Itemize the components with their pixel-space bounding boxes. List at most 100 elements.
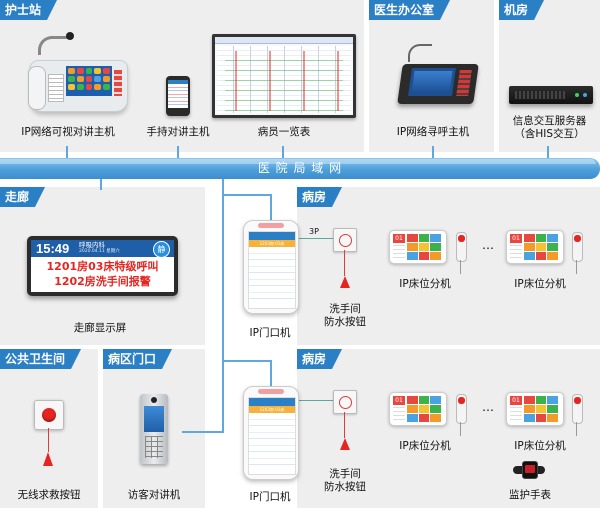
bed-tile	[524, 252, 535, 260]
wireless-button-device	[34, 400, 64, 430]
intercom-camera	[151, 397, 157, 403]
handheld-host-caption: 手持对讲主机	[146, 126, 210, 138]
bed-tile	[407, 243, 418, 251]
toilet-button-bottom-caption-2: 防水按钮	[324, 481, 366, 493]
bed-handle-top-b[interactable]	[572, 232, 583, 262]
trunk-vertical	[222, 178, 224, 432]
display-header	[31, 240, 174, 257]
cable-top	[295, 238, 333, 239]
screen-tile	[76, 68, 84, 74]
bed-unit-bottom-b-screen: 01	[510, 396, 558, 422]
server-caption: 信息交互服务器	[512, 115, 587, 127]
bed-info	[393, 245, 405, 260]
bed-info	[393, 407, 405, 422]
bed-tile	[547, 396, 558, 404]
watch-display	[525, 465, 535, 473]
bed-handle-cord	[576, 422, 577, 436]
drop-corridor	[100, 178, 102, 190]
public-toilet-tag: 公共卫生间	[0, 349, 82, 369]
bed-tiles	[407, 396, 441, 422]
server-room-tag: 机房	[499, 0, 545, 20]
ward-entrance-panel: 病区门口	[103, 349, 205, 508]
drop-handheld-host	[177, 146, 179, 159]
bed-tile	[535, 414, 547, 422]
bed-tile	[430, 243, 441, 251]
screen-tile	[76, 76, 84, 82]
wireless-button-caption: 无线求救按钮	[17, 489, 81, 501]
visitor-intercom-device	[140, 394, 168, 464]
server-room-panel: 机房	[499, 0, 600, 152]
bed-unit-bottom-a-screen: 01	[393, 396, 441, 422]
branch-ward-bottom	[222, 360, 272, 362]
bed-handle-button	[458, 235, 465, 242]
door-unit-bottom-room: 1203房-01床	[249, 406, 295, 413]
door-unit-top-patients	[249, 247, 295, 305]
bed-unit-bottom-b-device: 01	[506, 392, 564, 426]
bed-handle-button	[574, 397, 581, 404]
bed-handle-bottom-b[interactable]	[572, 394, 583, 424]
bed-tile	[407, 234, 418, 242]
bed-info	[510, 245, 522, 260]
toilet-button-top-device	[333, 228, 357, 252]
bed-info	[510, 407, 522, 422]
host-keys	[114, 70, 122, 96]
screen-tile	[85, 84, 93, 90]
bed-no: 01	[393, 234, 405, 243]
bed-tile	[407, 252, 418, 260]
bed-tile	[407, 405, 418, 413]
handheld-screen-header	[168, 80, 188, 84]
handheld-screen	[168, 80, 188, 108]
screen-tile	[68, 84, 75, 90]
call-host-screen-content	[411, 71, 453, 93]
bed-unit-top-a-screen: 01	[393, 234, 441, 260]
drop-patient-list	[282, 146, 284, 159]
bed-tile	[524, 243, 535, 251]
door-unit-top-screen: 1203房-01床	[248, 231, 296, 309]
server-caption-sub: （含HIS交互）	[514, 128, 585, 140]
bed-tile	[547, 405, 558, 413]
door-unit-bottom-patients	[249, 413, 295, 471]
bed-tile	[430, 414, 441, 422]
bed-tiles	[524, 234, 558, 260]
screen-tile	[94, 84, 102, 90]
bed-tile	[547, 414, 558, 422]
screen-tile	[85, 68, 93, 74]
handheld-host-device	[166, 76, 190, 116]
bed-tile	[535, 396, 547, 404]
pull-cord-bottom-handle[interactable]	[340, 438, 350, 450]
server-led	[575, 93, 579, 97]
bed-tile	[547, 234, 558, 242]
door-unit-bottom-light	[258, 389, 284, 394]
bed-handle-bottom-a[interactable]	[456, 394, 467, 424]
bed-tile	[430, 234, 441, 242]
door-unit-top-room: 1203房-01床	[249, 240, 295, 247]
sos-button[interactable]	[42, 408, 56, 422]
bed-tile	[418, 405, 430, 413]
pull-cord-top	[344, 250, 345, 276]
bed-handle-cord	[460, 260, 461, 274]
pull-cord-top-handle[interactable]	[340, 276, 350, 288]
intercom-keypad[interactable]	[145, 436, 163, 458]
bed-tile	[535, 252, 547, 260]
bed-tile	[430, 252, 441, 260]
watch-face	[522, 461, 538, 479]
bed-handle-top-a[interactable]	[456, 232, 467, 262]
bed-tile	[524, 234, 535, 242]
mic-head	[66, 32, 74, 40]
corridor-display-screen: 15:49 呼吸内科 2020.04.11 星期六 静 1201房03床特级呼叫…	[31, 240, 174, 292]
bed-unit-bottom-a-device: 01	[389, 392, 447, 426]
toilet-button-top-ring[interactable]	[339, 234, 352, 247]
display-mode-badge: 静	[153, 241, 170, 258]
display-alarm-line-2: 1202房洗手间报警	[54, 275, 151, 288]
bed-tile	[535, 234, 547, 242]
bed-unit-top-a-caption: IP床位分机	[399, 278, 451, 290]
intercom-screen	[144, 406, 164, 432]
wireless-pull-handle[interactable]	[43, 452, 53, 466]
door-unit-bottom-screen: 1203房-01床	[248, 397, 296, 475]
bed-tile	[524, 396, 535, 404]
visitor-intercom-caption: 访客对讲机	[127, 489, 181, 501]
host-screen-grid	[66, 66, 112, 92]
toilet-button-bottom-ring[interactable]	[339, 396, 352, 409]
bed-tile	[418, 396, 430, 404]
toilet-button-bottom-caption-1: 洗手间	[329, 468, 361, 480]
